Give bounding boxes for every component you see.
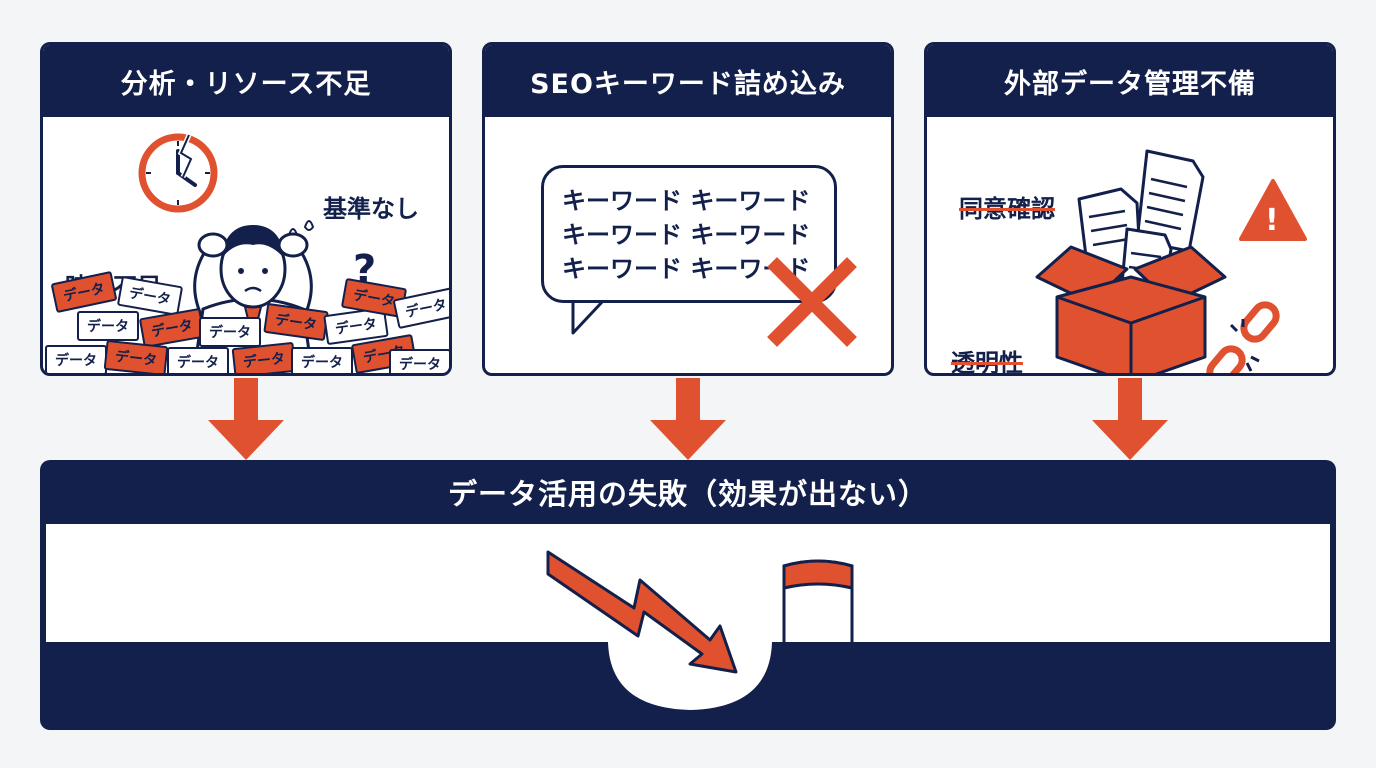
- result-title: データ活用の失敗（効果が出ない）: [447, 477, 928, 511]
- x-mark-icon: [767, 257, 857, 347]
- panel-analysis-resource: 分析・リソース不足 時間不足 基準なし ?: [40, 42, 452, 376]
- label-no-standard: 基準なし: [323, 195, 419, 223]
- document-icon: [1135, 149, 1205, 253]
- panel-body: 同意確認 透明性 !: [927, 117, 1333, 373]
- data-card: データ: [45, 345, 107, 373]
- data-card: データ: [389, 349, 449, 373]
- keyword-speech-bubble: キーワード キーワード キーワード キーワード キーワード キーワード: [541, 165, 837, 303]
- warning-icon: [1239, 179, 1307, 241]
- data-card: データ: [77, 311, 139, 341]
- panel-title: 外部データ管理不備: [927, 45, 1333, 117]
- keyword-line: キーワード キーワード: [562, 187, 811, 215]
- down-arrow-icon: [650, 378, 726, 460]
- broken-chain-icon: [1206, 301, 1280, 373]
- panel-body: キーワード キーワード キーワード キーワード キーワード キーワード: [485, 117, 891, 373]
- data-card: データ: [50, 270, 118, 314]
- label-consent-check: 同意確認: [959, 195, 1055, 223]
- data-card: データ: [291, 347, 353, 373]
- data-card: データ: [167, 347, 229, 373]
- panel-seo-keyword-stuffing: SEOキーワード詰め込み キーワード キーワード キーワード キーワード キーワ…: [482, 42, 894, 376]
- keyword-line: キーワード キーワード: [562, 255, 811, 283]
- flag-post-icon: [782, 559, 854, 642]
- keyword-line: キーワード キーワード: [562, 221, 811, 249]
- result-panel: データ活用の失敗（効果が出ない）: [40, 460, 1336, 730]
- panel-title: 分析・リソース不足: [43, 45, 449, 117]
- declining-trend-arrow-icon: [546, 550, 738, 674]
- panel-external-data-management: 外部データ管理不備 同意確認 透明性 !: [924, 42, 1336, 376]
- panel-body: 時間不足 基準なし ? データ データ データ データ データ データ データ …: [43, 117, 449, 373]
- clock-icon: [138, 133, 218, 213]
- label-transparency: 透明性: [951, 349, 1023, 376]
- down-arrow-icon: [208, 378, 284, 460]
- data-card: データ: [103, 339, 169, 373]
- data-card: データ: [199, 317, 261, 347]
- down-arrow-icon: [1092, 378, 1168, 460]
- box-icon: [1035, 245, 1227, 373]
- data-card: データ: [231, 341, 297, 373]
- warning-mark: !: [1265, 203, 1279, 238]
- panel-title: SEOキーワード詰め込み: [485, 45, 891, 117]
- speech-bubble-icon: [571, 297, 605, 335]
